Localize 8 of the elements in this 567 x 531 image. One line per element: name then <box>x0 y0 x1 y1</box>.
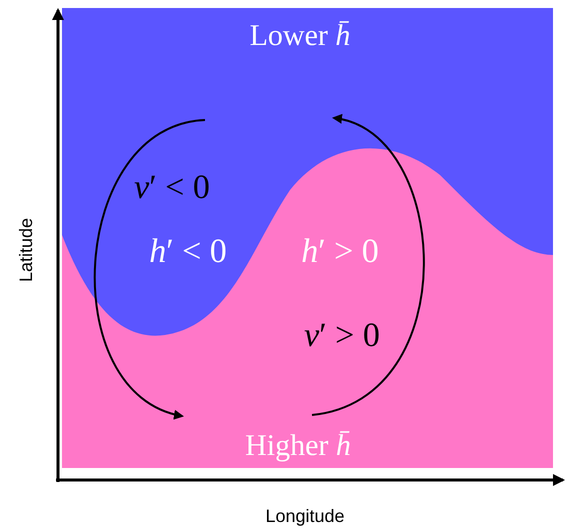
axis-title: Longitude <box>265 507 345 525</box>
axis-title: Latitude <box>17 218 35 282</box>
region-label: Higher h̄ <box>245 431 351 461</box>
anomaly-label: h′ > 0 <box>301 235 379 269</box>
region-label: Lower h̄ <box>250 21 350 51</box>
anomaly-label: h′ < 0 <box>149 235 227 269</box>
velocity-label: v′ > 0 <box>304 319 380 353</box>
velocity-label: v′ < 0 <box>134 171 210 205</box>
